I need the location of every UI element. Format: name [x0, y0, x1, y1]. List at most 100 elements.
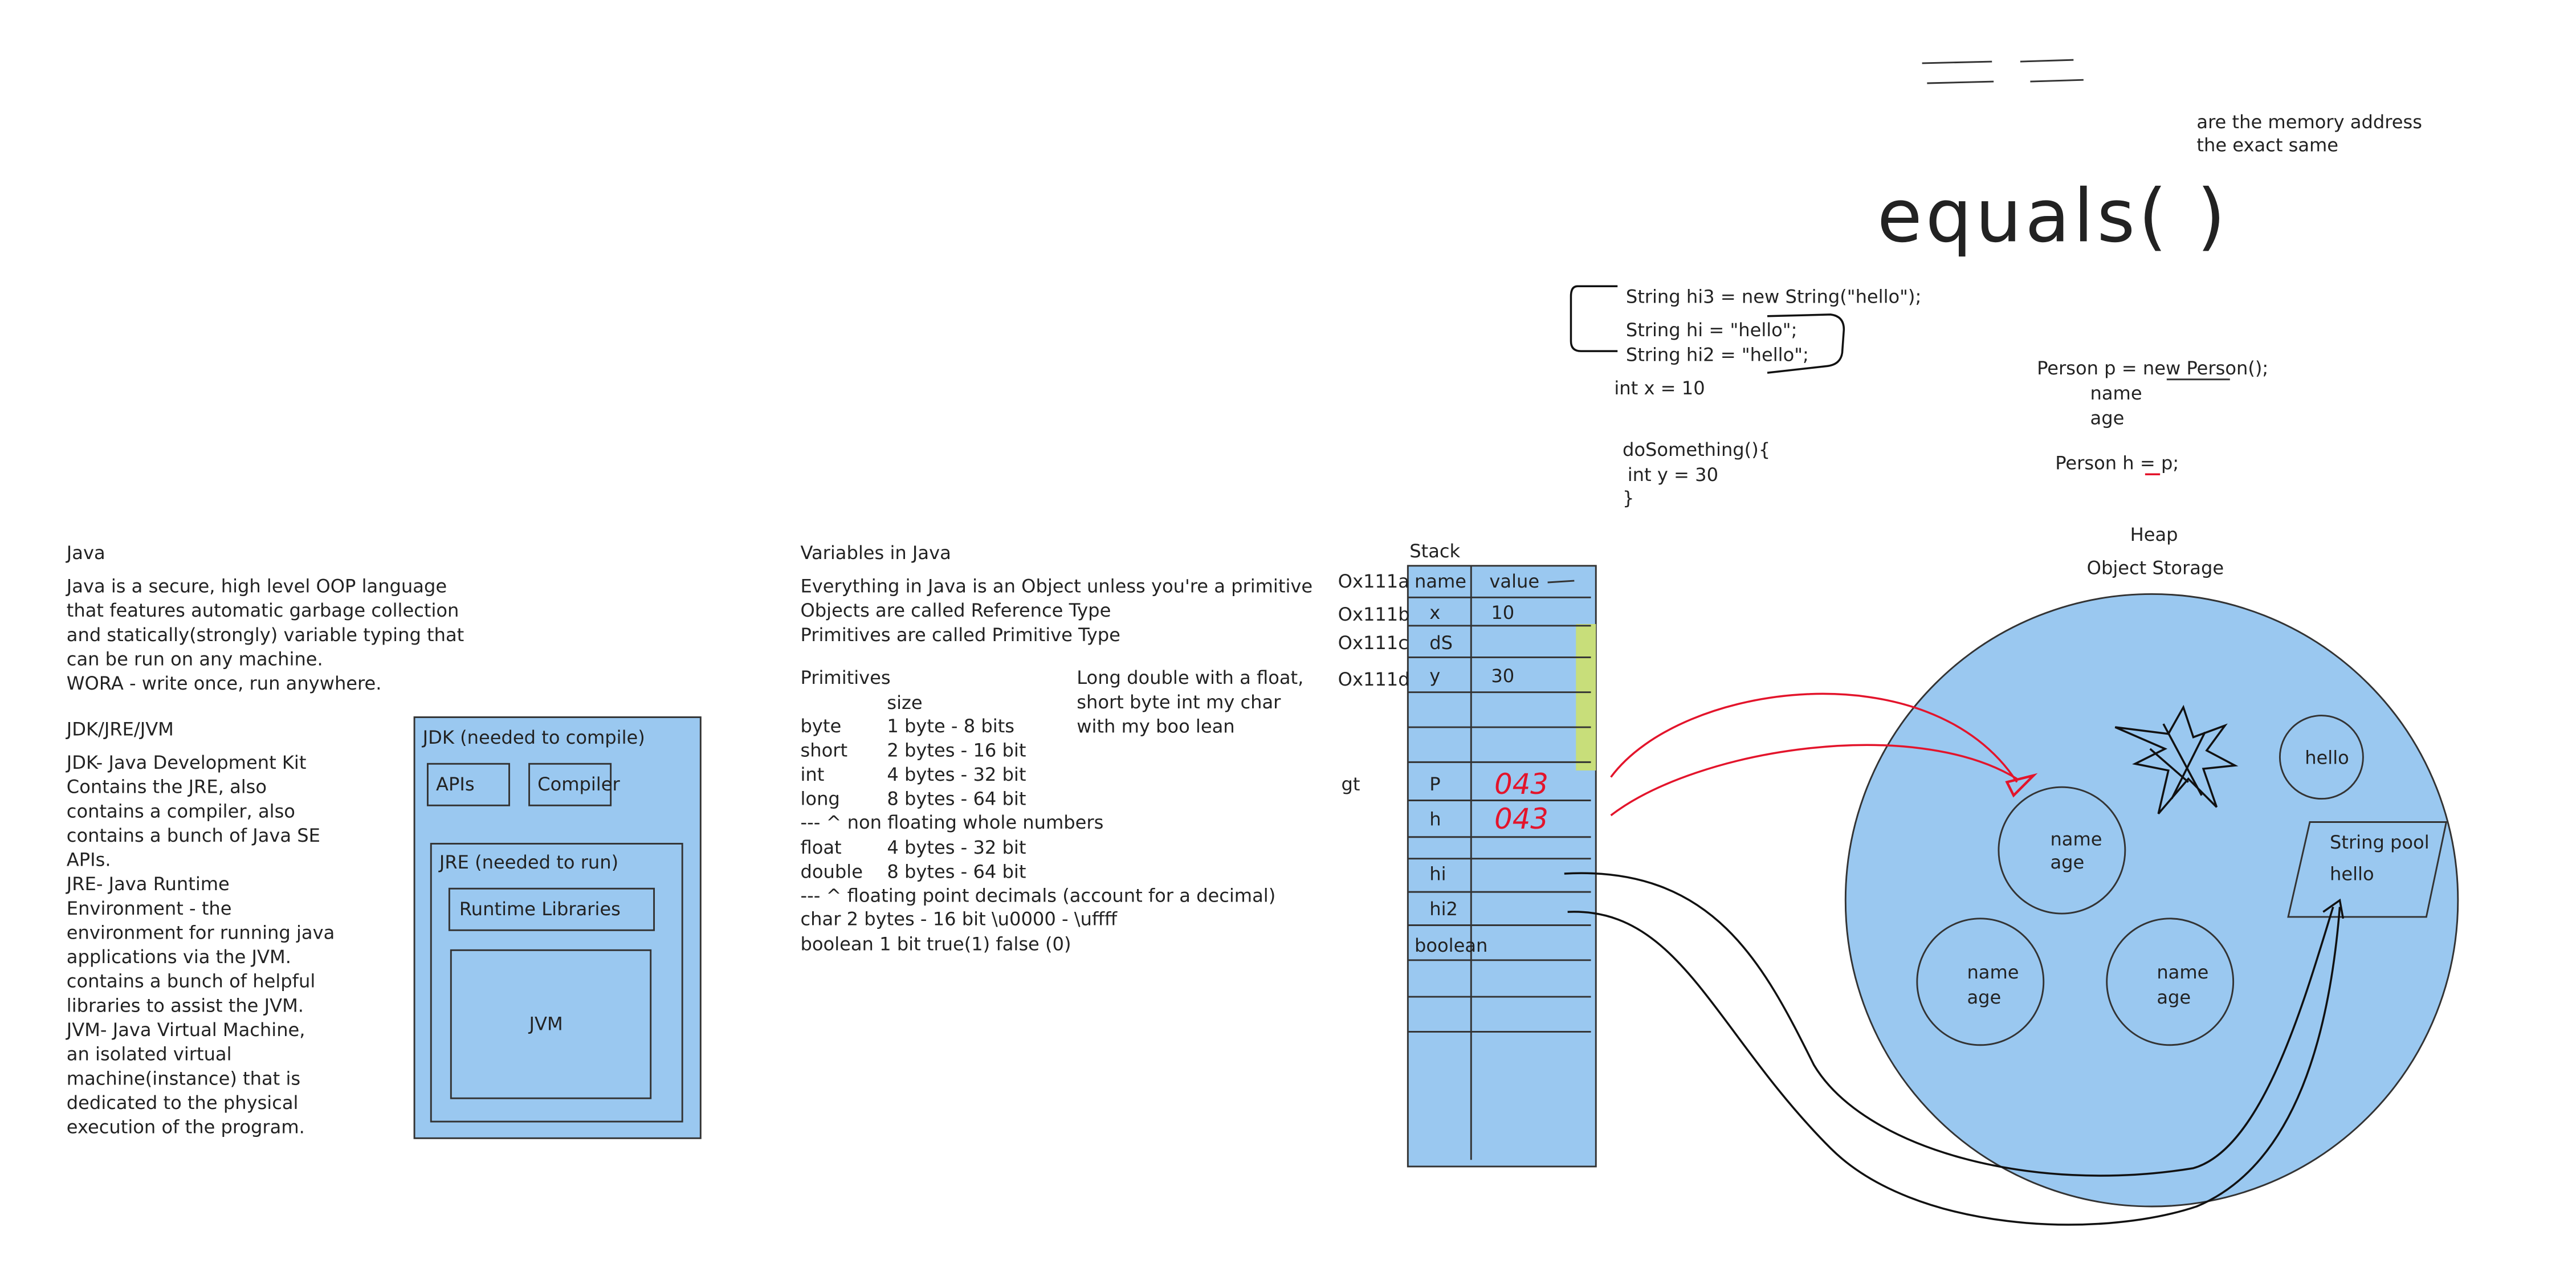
code-int-x: int x = 10 [1614, 377, 1705, 399]
boolean-row: boolean 1 bit true(1) false (0) [801, 933, 1071, 955]
stack-row-lines [1408, 596, 1591, 1033]
primitives-label: Primitives [801, 667, 891, 688]
heap-title: Heap [2130, 524, 2178, 545]
reference-arrow-h [1610, 744, 2017, 817]
stack-side-mark: gt [1342, 773, 1360, 795]
jdk-description-line: libraries to assist the JVM. [67, 994, 304, 1016]
stack-address: Ox111c [1338, 632, 1408, 654]
jdk-description-line: JVM- Java Virtual Machine, [66, 1019, 305, 1041]
java-description: Java is a secure, high level OOP languag… [66, 576, 464, 695]
code-bracket [1570, 285, 1618, 352]
whole-numbers-note: --- ^ non floating whole numbers [801, 812, 1104, 833]
mnemonic-line: Long double with a float, [1077, 667, 1303, 688]
heap-object-1 [1998, 786, 2126, 915]
code-do-something: doSomething(){ [1623, 439, 1770, 460]
variables-title: Variables in Java [801, 542, 951, 564]
stack-var-value: 043 [1494, 768, 1548, 801]
stack-header-value: value [1489, 570, 1539, 592]
floating-point-note: --- ^ floating point decimals (account f… [801, 885, 1276, 907]
java-description-line: WORA - write once, run anywhere. [67, 672, 382, 694]
heap-hello-label: hello [2305, 747, 2349, 768]
jdk-description-line: JRE- Java Runtime [66, 873, 230, 895]
java-title: Java [66, 542, 105, 564]
primitive-size: 4 bytes - 32 bit [887, 837, 1026, 858]
star-scribble-hatch [2149, 723, 2206, 800]
stack-header-name: name [1415, 570, 1466, 592]
equals-stroke [2020, 59, 2074, 63]
heap-hello-circle [2279, 715, 2364, 800]
size-label: size [887, 692, 922, 713]
primitive-name: float [801, 837, 842, 858]
jdk-description-line: contains a bunch of helpful [67, 971, 315, 992]
runtime-libraries-label: Runtime Libraries [459, 898, 621, 920]
stack-var-name: hi2 [1429, 898, 1458, 920]
jdk-description-line: machine(instance) that is [67, 1067, 300, 1089]
reference-arrow-hi [1564, 872, 2334, 1177]
jdk-description-line: contains a bunch of Java SE [67, 825, 320, 846]
jdk-description-line: Environment - the [67, 898, 232, 919]
variables-intro: Everything in Java is an Object unless y… [801, 576, 1313, 646]
mnemonic: Long double with a float, short byte int … [1077, 667, 1303, 737]
compiler-label: Compiler [537, 773, 620, 795]
code-int-y: int y = 30 [1628, 464, 1718, 486]
stack-address: Ox111a [1338, 570, 1409, 592]
code-bracket-right [1767, 313, 1845, 374]
java-description-line: can be run on any machine. [67, 648, 323, 670]
stack-var-name: boolean [1415, 935, 1487, 956]
double-equals-note-1: are the memory address [2196, 111, 2422, 133]
code-hi3: String hi3 = new String("hello"); [1626, 286, 1921, 307]
primitive-name: byte [801, 715, 842, 737]
primitive-size: 2 bytes - 16 bit [887, 739, 1026, 761]
equals-stroke [2030, 79, 2084, 83]
char-row: char 2 bytes - 16 bit \u0000 - \uffff [801, 908, 1118, 930]
apis-label: APIs [436, 773, 475, 795]
stack-box [1407, 565, 1597, 1168]
code-person-p: Person p = new Person(); [2037, 357, 2268, 379]
compiler-box [528, 763, 612, 806]
heap-subtitle: Object Storage [2087, 557, 2224, 578]
jdk-description-line: Contains the JRE, also [67, 776, 267, 798]
mnemonic-line: with my boo lean [1077, 715, 1234, 737]
primitive-name: long [801, 788, 840, 810]
code-hi2: String hi2 = "hello"; [1626, 344, 1809, 366]
primitive-name: double [801, 861, 863, 883]
stack-address: Ox111d [1338, 668, 1410, 690]
variables-intro-line: Primitives are called Primitive Type [801, 624, 1120, 646]
jdk-description-line: an isolated virtual [67, 1043, 232, 1065]
stack-var-name: dS [1429, 632, 1453, 654]
code-person-h: Person h = p; [2055, 452, 2179, 474]
heap-object-2-name: name [1967, 961, 2019, 983]
primitive-name: int [801, 764, 825, 785]
stack-var-value: 043 [1494, 802, 1548, 835]
stack-title: Stack [1409, 540, 1460, 562]
arrowhead [2005, 773, 2038, 798]
jdk-label: JDK (needed to compile) [422, 727, 645, 748]
variables-intro-line: Objects are called Reference Type [801, 600, 1111, 621]
apis-box [426, 763, 510, 806]
primitive-rows-float: float 4 bytes - 32 bit double 8 bytes - 64 … [801, 837, 1026, 883]
java-description-line: Java is a secure, high level OOP languag… [66, 576, 447, 597]
jdk-description-line: applications via the JVM. [67, 946, 291, 968]
code-person-name: name [2090, 382, 2142, 404]
java-description-line: and statically(strongly) variable typing… [67, 624, 464, 646]
string-pool-box [2287, 821, 2448, 918]
mnemonic-line: short byte int my char [1077, 691, 1281, 713]
stack-var-value: 30 [1491, 665, 1514, 687]
stack-var-name: x [1429, 602, 1440, 623]
stack-address: Ox111b [1338, 604, 1410, 625]
variables-intro-line: Everything in Java is an Object unless y… [801, 576, 1313, 597]
jre-label: JRE (needed to run) [438, 851, 618, 873]
primitive-size: 8 bytes - 64 bit [887, 861, 1026, 883]
reference-arrow-p [1610, 692, 2018, 783]
jdk-description-line: environment for running java [67, 922, 335, 943]
string-pool-label: String pool [2330, 831, 2430, 853]
stack-var-name: y [1429, 665, 1440, 687]
stack-var-name: P [1429, 773, 1440, 795]
code-close-brace: } [1623, 487, 1634, 509]
equals-stroke [1927, 80, 1994, 84]
heap-object-3 [2106, 918, 2235, 1046]
